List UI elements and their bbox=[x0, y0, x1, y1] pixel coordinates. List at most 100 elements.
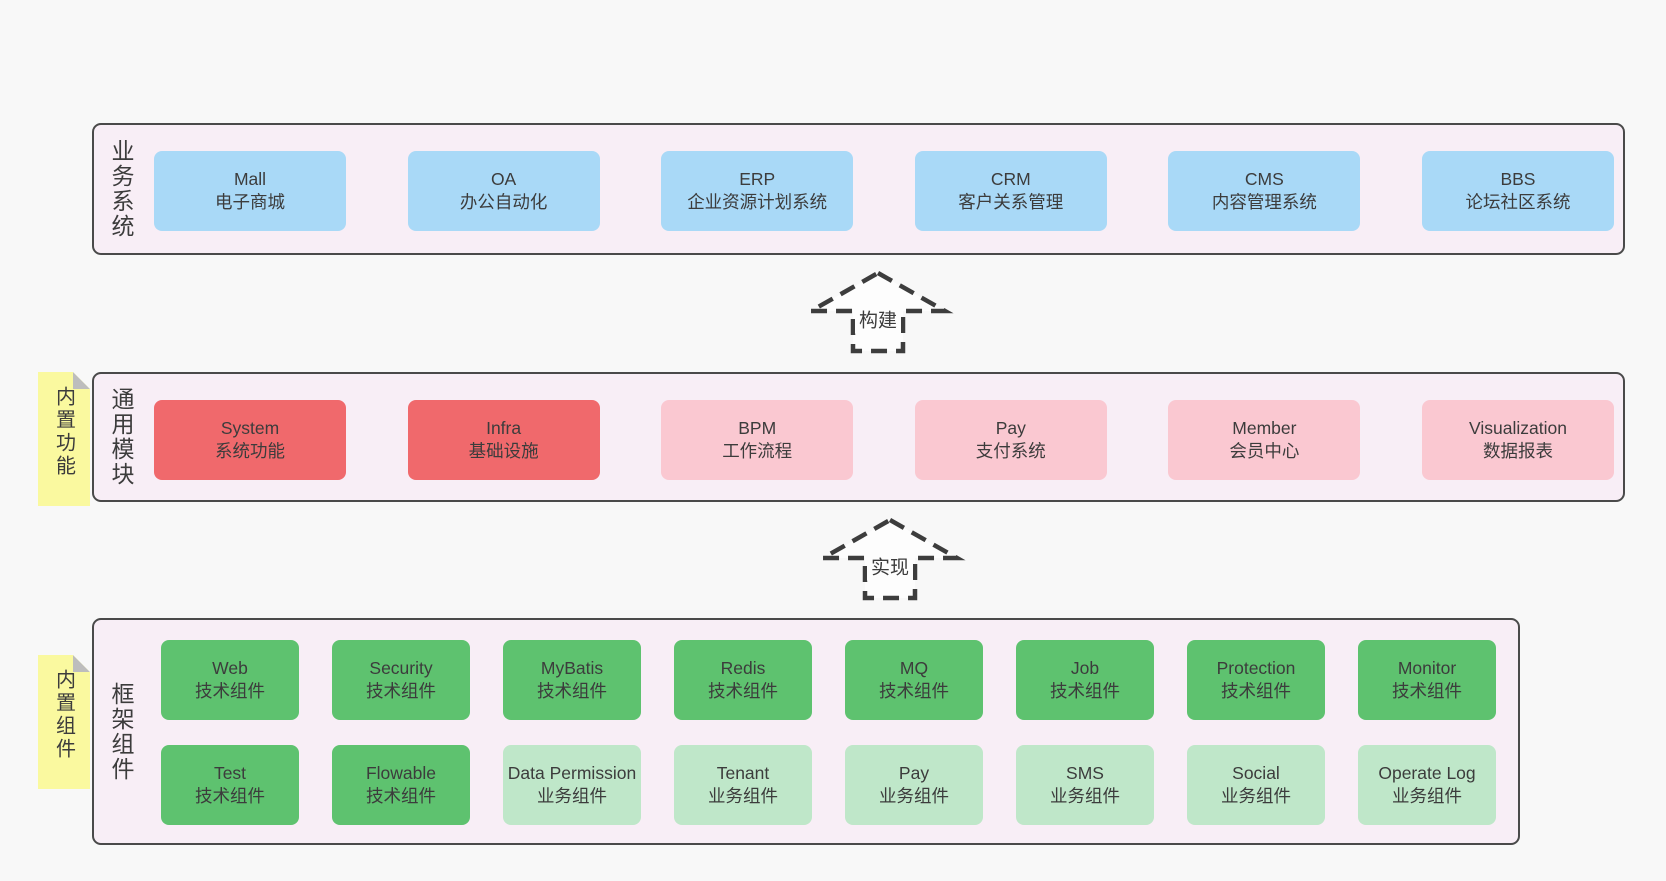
module-box-protection: Protection 技术组件 bbox=[1187, 640, 1325, 720]
module-title: Web bbox=[212, 657, 248, 678]
module-box-test: Test 技术组件 bbox=[161, 745, 299, 825]
module-subtitle: 技术组件 bbox=[879, 681, 949, 701]
module-title: Monitor bbox=[1397, 657, 1457, 678]
module-subtitle: 电子商城 bbox=[215, 192, 285, 212]
module-title: Visualization bbox=[1469, 417, 1567, 438]
module-title: MyBatis bbox=[540, 657, 604, 678]
module-subtitle: 论坛社区系统 bbox=[1465, 192, 1571, 212]
module-subtitle: 办公自动化 bbox=[459, 192, 548, 212]
sticky-note-label: 内置功能 bbox=[52, 386, 75, 478]
module-subtitle: 业务组件 bbox=[1050, 786, 1120, 806]
module-box-tenant: Tenant 业务组件 bbox=[674, 745, 812, 825]
module-title: Infra bbox=[486, 417, 522, 438]
module-subtitle: 业务组件 bbox=[708, 786, 778, 806]
module-box-redis: Redis 技术组件 bbox=[674, 640, 812, 720]
layer-title: 框架组件 bbox=[108, 681, 134, 782]
module-subtitle: 技术组件 bbox=[1221, 681, 1291, 701]
module-title: OA bbox=[490, 168, 517, 189]
module-box-monitor: Monitor 技术组件 bbox=[1358, 640, 1496, 720]
module-subtitle: 系统功能 bbox=[215, 441, 285, 461]
module-subtitle: 业务组件 bbox=[1221, 786, 1291, 806]
module-title: ERP bbox=[739, 168, 776, 189]
module-title: Tenant bbox=[716, 762, 770, 783]
module-title: Protection bbox=[1216, 657, 1296, 678]
module-title: CMS bbox=[1244, 168, 1284, 189]
module-box-web: Web 技术组件 bbox=[161, 640, 299, 720]
layer-business-systems: 业务系统 Mall 电子商城 OA 办公自动化 ERP 企业资源计划系统 CRM 客户关系管理… bbox=[92, 123, 1625, 255]
module-box-bbs: BBS 论坛社区系统 bbox=[1421, 151, 1614, 231]
module-title: BBS bbox=[1500, 168, 1536, 189]
module-box-mybatis: MyBatis 技术组件 bbox=[503, 640, 641, 720]
layer-title: 业务系统 bbox=[108, 139, 134, 239]
module-box-member: Member 会员中心 bbox=[1168, 400, 1361, 480]
module-box-cms: CMS 内容管理系统 bbox=[1168, 151, 1361, 231]
module-subtitle: 技术组件 bbox=[537, 681, 607, 701]
module-subtitle: 数据报表 bbox=[1482, 441, 1553, 461]
module-box-pay: Pay 业务组件 bbox=[845, 745, 983, 825]
arrow-label: 构建 bbox=[854, 304, 902, 334]
module-subtitle: 工作流程 bbox=[722, 441, 793, 461]
module-box-crm: CRM 客户关系管理 bbox=[914, 151, 1107, 231]
module-subtitle: 业务组件 bbox=[1392, 786, 1462, 806]
module-subtitle: 技术组件 bbox=[366, 786, 436, 806]
module-title: Test bbox=[213, 762, 247, 783]
module-title: SMS bbox=[1066, 762, 1104, 783]
module-box-visualization: Visualization 数据报表 bbox=[1421, 400, 1614, 480]
module-box-erp: ERP 企业资源计划系统 bbox=[661, 151, 854, 231]
sticky-note-built-in-components: 内置组件 bbox=[38, 655, 90, 789]
module-box-system: System 系统功能 bbox=[154, 400, 346, 480]
module-box-sms: SMS 业务组件 bbox=[1016, 745, 1154, 825]
module-title: Member bbox=[1232, 417, 1297, 438]
sticky-note-label: 内置组件 bbox=[52, 669, 75, 761]
module-subtitle: 技术组件 bbox=[708, 681, 778, 701]
module-subtitle: 技术组件 bbox=[366, 681, 436, 701]
module-title: MQ bbox=[899, 657, 929, 678]
module-title: CRM bbox=[990, 168, 1031, 189]
module-subtitle: 技术组件 bbox=[1392, 681, 1462, 701]
module-subtitle: 技术组件 bbox=[195, 681, 265, 701]
module-subtitle: 客户关系管理 bbox=[958, 192, 1064, 212]
module-title: BPM bbox=[738, 417, 777, 438]
module-box-oa: OA 办公自动化 bbox=[407, 151, 600, 231]
implement-arrow: 实现 bbox=[814, 517, 966, 601]
module-title: Pay bbox=[898, 762, 930, 783]
module-box-flowable: Flowable 技术组件 bbox=[332, 745, 470, 825]
arrow-label: 实现 bbox=[866, 551, 914, 581]
module-box-pay: Pay 支付系统 bbox=[914, 400, 1107, 480]
module-subtitle: 业务组件 bbox=[879, 786, 949, 806]
sticky-note-built-in-features: 内置功能 bbox=[38, 372, 90, 506]
module-subtitle: 内容管理系统 bbox=[1211, 192, 1317, 212]
module-box-bpm: BPM 工作流程 bbox=[661, 400, 854, 480]
module-subtitle: 企业资源计划系统 bbox=[687, 192, 828, 212]
module-subtitle: 支付系统 bbox=[975, 441, 1046, 461]
module-subtitle: 会员中心 bbox=[1229, 441, 1300, 461]
module-box-mq: MQ 技术组件 bbox=[845, 640, 983, 720]
module-title: Redis bbox=[720, 657, 766, 678]
layer-title: 通用模块 bbox=[108, 387, 134, 487]
build-arrow: 构建 bbox=[802, 270, 954, 354]
module-title: Flowable bbox=[365, 762, 437, 783]
module-box-mall: Mall 电子商城 bbox=[154, 151, 346, 231]
module-title: Data Permission bbox=[507, 762, 637, 783]
module-subtitle: 业务组件 bbox=[537, 786, 607, 806]
module-subtitle: 技术组件 bbox=[1050, 681, 1120, 701]
module-subtitle: 技术组件 bbox=[195, 786, 265, 806]
module-box-data-permission: Data Permission 业务组件 bbox=[503, 745, 641, 825]
module-title: Pay bbox=[995, 417, 1026, 438]
module-row: Mall 电子商城 OA 办公自动化 ERP 企业资源计划系统 CRM 客户关系管理 CMS 内容… bbox=[154, 151, 1614, 231]
module-title: System bbox=[220, 417, 280, 438]
module-title: Mall bbox=[233, 168, 267, 189]
layer-rows: Mall 电子商城 OA 办公自动化 ERP 企业资源计划系统 CRM 客户关系管理 CMS 内容… bbox=[154, 151, 1614, 231]
